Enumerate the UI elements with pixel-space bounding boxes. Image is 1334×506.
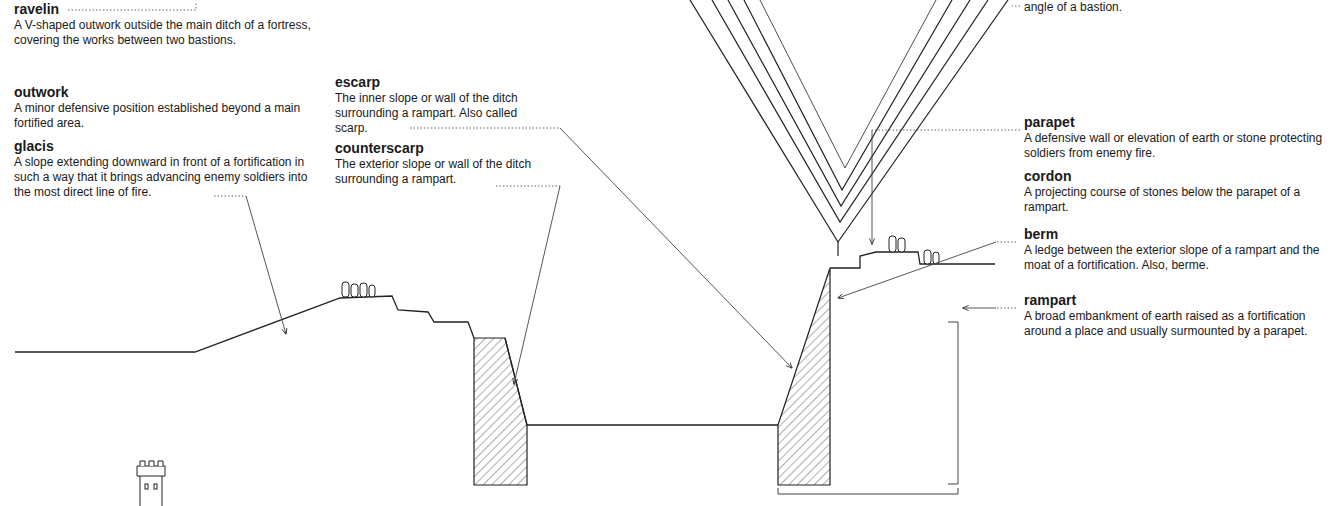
tower-icon xyxy=(137,461,165,506)
leader-arrows xyxy=(246,128,996,384)
term-label: rampart xyxy=(1024,292,1076,308)
soldiers xyxy=(342,236,939,297)
term-label: berm xyxy=(1024,226,1058,242)
definition-text: A minor defensive position established b… xyxy=(14,101,314,131)
hatched-walls xyxy=(474,268,830,485)
definition-text: A projecting course of stones below the … xyxy=(1024,185,1324,215)
term-label: escarp xyxy=(335,74,380,90)
definition-text: The exterior slope or wall of the ditch … xyxy=(335,157,545,187)
term-label: counterscarp xyxy=(335,140,424,156)
definition-text: A defensive wall or elevation of earth o… xyxy=(1024,131,1324,161)
term-label: parapet xyxy=(1024,114,1075,130)
bastion-plan xyxy=(690,0,1008,256)
definition-text: The inner slope or wall of the ditch sur… xyxy=(335,91,550,136)
definition-text: A V-shaped outwork outside the main ditc… xyxy=(14,18,314,48)
definition-text: angle of a bastion. xyxy=(1024,0,1122,15)
definition-text: A ledge between the exterior slope of a … xyxy=(1024,243,1324,273)
term-label: cordon xyxy=(1024,168,1071,184)
term-label: ravelin xyxy=(14,1,59,17)
definition-text: A broad embankment of earth raised as a … xyxy=(1024,309,1324,339)
term-label: glacis xyxy=(14,138,54,154)
definition-text: A slope extending downward in front of a… xyxy=(14,155,314,200)
rampart-bracket xyxy=(778,322,958,494)
term-label: outwork xyxy=(14,84,68,100)
